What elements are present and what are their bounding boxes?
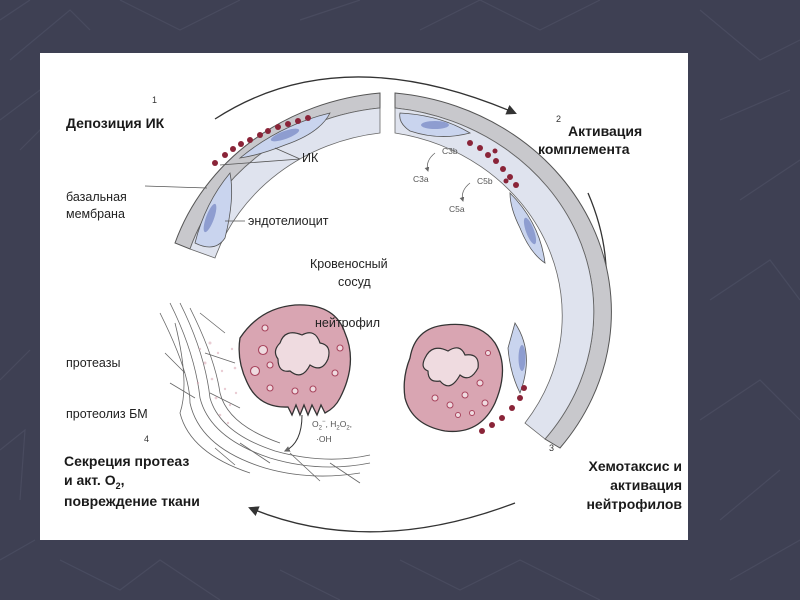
ik-pointer-lines	[144, 147, 301, 222]
basement-membrane-label-line1: базальная	[66, 190, 127, 204]
cycle-arrow-top	[214, 76, 517, 120]
step-3-title-line1: Хемотаксис и	[588, 458, 682, 474]
ros-label-line1: O2−, H2O2,	[312, 419, 353, 432]
step-4-number: 4	[144, 434, 150, 444]
step-3-title-line2: активация	[610, 477, 682, 493]
neutrophil-secreting	[238, 304, 352, 417]
ros-label-line2: ·OH	[316, 434, 332, 444]
endothelial-cell	[507, 322, 527, 394]
c3b-label: C3b	[442, 146, 458, 156]
complement-arrows	[424, 152, 471, 202]
vessel-wall-top-left	[174, 92, 381, 259]
step-3-title-line3: нейтрофилов	[586, 496, 682, 512]
endothelium-label: эндотелиоцит	[248, 214, 329, 228]
vessel-label-line1: Кровеносный	[310, 257, 388, 271]
proteolysis-label: протеолиз БМ	[66, 407, 148, 421]
immune-complex-dots-top-left	[212, 115, 311, 166]
proteases-label: протеазы	[66, 356, 121, 370]
step-4-title-line2: и акт. O2,	[64, 472, 125, 491]
step-1-title: Депозиция ИК	[66, 115, 165, 131]
step-2-title-line1: Активация	[568, 123, 643, 139]
diagram-artwork	[144, 76, 612, 533]
basement-membrane-label-line2: мембрана	[66, 207, 125, 221]
step-4-title-line1: Секреция протеаз	[64, 453, 190, 469]
step-3-number: 3	[549, 443, 555, 453]
vessel-label-line2: сосуд	[338, 275, 371, 289]
step-4-title-line3: повреждение ткани	[64, 493, 200, 509]
step-1-number: 1	[152, 95, 158, 105]
immune-complex-dots-right	[467, 140, 527, 434]
neutrophil-adherent	[403, 323, 504, 433]
cycle-arrow-bottom	[248, 502, 516, 533]
c5b-label: C5b	[477, 176, 493, 186]
ros-arrow	[283, 414, 303, 452]
step-2-number: 2	[556, 114, 562, 124]
immune-complex-label: ИК	[302, 151, 319, 165]
vessel-wall-right	[394, 92, 612, 449]
protease-haze	[196, 341, 238, 425]
neutrophil-label: нейтрофил	[315, 316, 381, 330]
c3a-label: C3a	[413, 174, 429, 184]
diagram-panel: 1 Депозиция ИК 2 Активация комплемента 3…	[40, 53, 688, 540]
c5a-label: C5a	[449, 204, 465, 214]
tissue-fibers	[159, 302, 371, 484]
step-2-title-line2: комплемента	[538, 141, 630, 157]
